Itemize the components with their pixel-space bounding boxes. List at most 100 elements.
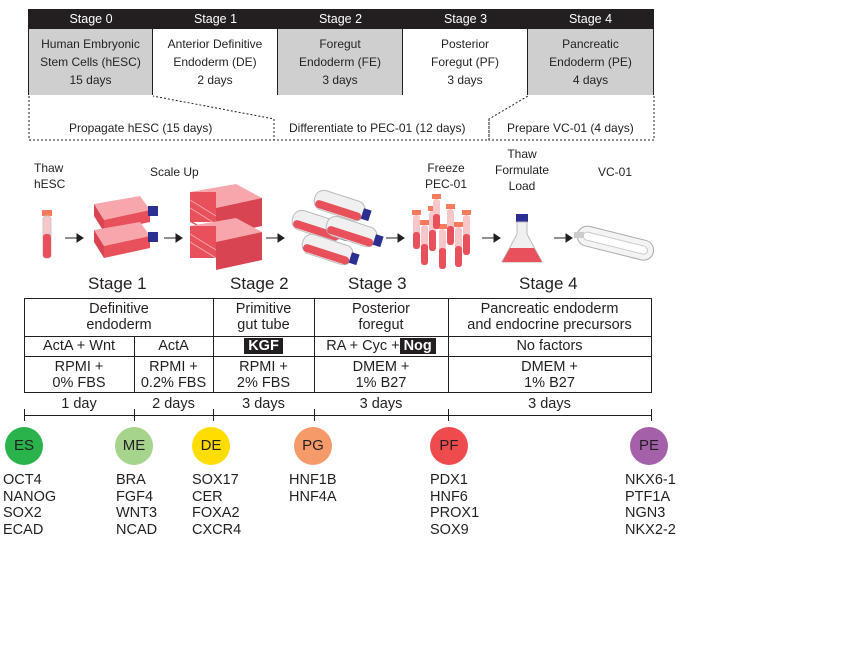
cell-type-pe: PE	[630, 427, 668, 465]
duration-stage-1a: 1 day	[61, 396, 97, 412]
kgf-highlight: KGF	[244, 338, 283, 354]
media-stage-1b: RPMI + 0.2% FBS	[134, 359, 213, 391]
stage-2-title: Stage 2	[230, 274, 289, 293]
media-stage-1a: RPMI + 0% FBS	[24, 359, 134, 391]
desc-stage-3-line-2: foregut	[358, 317, 404, 333]
timeline-tick	[651, 409, 652, 421]
media-1b-line-1: RPMI +	[149, 359, 198, 375]
stage-3-title: Stage 3	[348, 274, 407, 293]
media-4-line-2: 1% B27	[524, 375, 575, 391]
table-col-rule-1a	[134, 336, 135, 392]
table-left-rule	[24, 298, 25, 392]
marker: NKX6-1	[625, 472, 676, 488]
factor-stage-1a: ActA + Wnt	[42, 338, 116, 354]
vc01-device-icon	[574, 225, 655, 261]
marker: SOX17	[192, 472, 239, 488]
table-timeline-rule	[24, 415, 652, 416]
arrow-icon	[386, 233, 405, 243]
marker: FOXA2	[192, 505, 240, 521]
phase-bracket-lines	[28, 95, 655, 141]
table-rule-2	[24, 336, 652, 337]
marker: NGN3	[625, 505, 666, 521]
media-3-line-1: DMEM +	[352, 359, 410, 375]
marker: PROX1	[430, 505, 480, 521]
arrow-icon	[554, 233, 573, 243]
duration-stage-4: 3 days	[528, 396, 571, 412]
stage-2-header: Stage 2	[278, 9, 403, 29]
desc-stage-2: Primitive gut tube	[213, 301, 314, 333]
cell-type-me: ME	[115, 427, 153, 465]
media-4-line-1: DMEM +	[521, 359, 578, 375]
marker: NANOG	[3, 488, 57, 505]
phase-prepare: Prepare VC-01 (4 days)	[507, 121, 634, 135]
timeline-tick	[448, 409, 449, 421]
nog-highlight: Nog	[399, 338, 436, 354]
freeze-label-line-2: PEC-01	[425, 177, 468, 191]
media-2-line-2: 2% FBS	[236, 375, 291, 391]
table-right-rule	[651, 298, 652, 392]
marker: HNF4A	[289, 488, 337, 505]
markers-me: BRA FGF4 WNT3 NCAD	[116, 472, 157, 538]
thaw-formulate-line-1: Thaw	[507, 147, 537, 161]
phase-differentiate: Differentiate to PEC-01 (12 days)	[289, 121, 466, 135]
stage-0-line-3: 15 days	[69, 73, 112, 87]
desc-stage-4-line-2: and endocrine precursors	[467, 317, 632, 333]
markers-pg: HNF1B HNF4A	[289, 472, 337, 505]
duration-stage-1b: 2 days	[152, 396, 195, 412]
cell-type-es: ES	[5, 427, 43, 465]
vc01-label: VC-01	[598, 165, 633, 179]
marker: FGF4	[116, 488, 154, 505]
timeline-tick	[134, 409, 135, 421]
factor-stage-3: RA + Cyc +Nog	[314, 338, 448, 354]
markers-es: OCT4 NANOG SOX2 ECAD	[3, 472, 56, 538]
thaw-formulate-label: Thaw Formulate Load	[490, 146, 554, 194]
stage-2-line-1: Foregut	[319, 37, 361, 51]
marker: ECAD	[3, 521, 44, 538]
stage-0-header: Stage 0	[29, 9, 153, 29]
factor-stage-1b: ActA	[158, 338, 189, 354]
desc-stage-4-line-1: Pancreatic endoderm	[480, 301, 619, 317]
stage-0-line-1: Human Embryonic	[41, 37, 140, 51]
timeline-tick	[213, 409, 214, 421]
stage-3-line-1: Posterior	[440, 37, 489, 51]
arrow-icon	[266, 233, 285, 243]
media-stage-4: DMEM + 1% B27	[448, 359, 651, 391]
stage-4-title: Stage 4	[519, 274, 578, 293]
marker: OCT4	[3, 472, 42, 488]
freeze-label: Freeze PEC-01	[425, 160, 467, 192]
markers-de: SOX17 CER FOXA2 CXCR4	[192, 472, 241, 538]
stage-0-line-2: Stem Cells (hESC)	[40, 55, 141, 69]
arrow-icon	[65, 233, 84, 243]
markers-pf: PDX1 HNF6 PROX1 SOX9	[430, 472, 479, 538]
stage-2-line-3: 3 days	[322, 73, 358, 87]
scale-up-label: Scale Up	[150, 165, 199, 179]
stage-2-line-2: Endoderm (FE)	[298, 55, 382, 69]
stage-1-header: Stage 1	[153, 9, 278, 29]
table-col-rule-1	[213, 298, 214, 392]
marker: HNF1B	[289, 472, 337, 488]
marker: CER	[192, 488, 223, 505]
frozen-vials-icon	[412, 194, 471, 269]
thaw-formulate-line-3: Load	[508, 179, 536, 193]
marker: BRA	[116, 472, 146, 488]
media-1a-line-1: RPMI +	[54, 359, 104, 375]
table-col-rule-2	[314, 298, 315, 392]
table-col-rule-3	[448, 298, 449, 392]
hesc-vial-icon	[42, 210, 52, 259]
desc-stage-1-line-2: endoderm	[86, 317, 152, 333]
stage-3-line-3: 3 days	[447, 73, 483, 87]
marker: PTF1A	[625, 488, 671, 505]
cell-type-pg: PG	[294, 427, 332, 465]
media-1b-line-2: 0.2% FBS	[140, 375, 207, 391]
desc-stage-4: Pancreatic endoderm and endocrine precur…	[448, 301, 651, 333]
phase-propagate: Propagate hESC (15 days)	[69, 121, 213, 135]
cell-type-de: DE	[192, 427, 230, 465]
factor-stage-2: KGF	[213, 338, 314, 354]
timeline-tick	[314, 409, 315, 421]
erlenmeyer-flask-icon	[501, 214, 543, 263]
culture-flask-icon	[94, 196, 158, 258]
marker: NKX2-2	[625, 521, 676, 538]
